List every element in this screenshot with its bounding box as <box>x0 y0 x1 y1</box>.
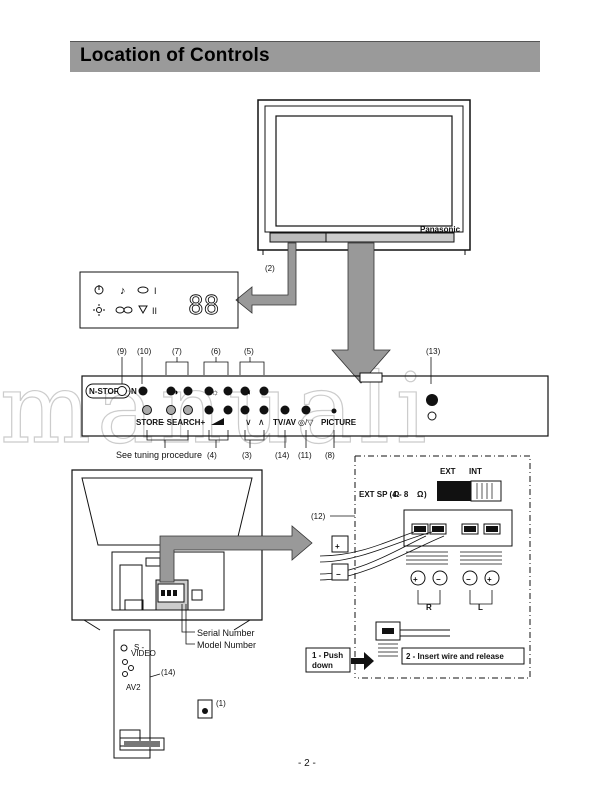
page-title: Location of Controls <box>80 45 270 66</box>
tv-front-view <box>257 99 471 255</box>
video-label: VIDEO <box>131 649 156 658</box>
model-number-label: Model Number <box>197 640 256 650</box>
headphone-icon <box>115 306 133 314</box>
display-arrow <box>235 242 297 314</box>
int-label: INT <box>469 467 482 476</box>
ext-sp-range: - 8 <box>399 490 409 499</box>
control-panel: N-STORE N ◑ ☼ ◐ ∨ ∧ STORE – SEARCH+ TV/A… <box>81 372 549 437</box>
headphone-socket[interactable] <box>426 394 438 406</box>
picture-label: PICTURE <box>321 418 357 427</box>
store-button[interactable] <box>142 405 152 415</box>
rear-arrow <box>159 525 313 583</box>
colour-icon: ◐ <box>247 387 252 397</box>
volume-icon <box>211 418 224 425</box>
store-label: STORE <box>136 418 164 427</box>
brightness-control-icon: ☼ <box>211 387 219 397</box>
push-step-label: 1 - Push <box>312 651 343 660</box>
search-minus-button[interactable] <box>166 405 176 415</box>
section-header: Location of Controls <box>70 41 540 72</box>
right-channel-label: R <box>426 603 432 612</box>
ohm-icon-2: Ω <box>417 490 424 499</box>
tv-av-label: TV/AV <box>273 418 297 427</box>
colour-minus-button[interactable] <box>240 386 250 396</box>
channel-down-button[interactable] <box>240 405 250 415</box>
callout-11: (11) <box>298 451 312 460</box>
channel-up-button[interactable] <box>259 405 269 415</box>
serial-number-label: Serial Number <box>197 628 255 638</box>
plus-icon-r: + <box>413 575 418 584</box>
av-label: AV2 <box>126 683 141 692</box>
brand-logo: Panasonic <box>420 225 461 234</box>
scart-connector <box>119 737 165 751</box>
n-store-label: N-STORE <box>89 387 126 396</box>
callout-14-front: (14) <box>275 451 290 460</box>
callout-2: (2) <box>265 264 275 273</box>
ext-sp-label: EXT SP (4 <box>359 490 397 499</box>
callout-3: (3) <box>242 451 252 460</box>
callout-14-side: (14) <box>161 668 176 677</box>
stereo-icon <box>137 286 149 294</box>
contrast-plus-button[interactable] <box>183 386 193 396</box>
music-note-icon: ♪ <box>120 285 126 297</box>
left-channel-label: L <box>478 603 483 612</box>
tv-av-button[interactable] <box>280 405 290 415</box>
brightness-minus-button[interactable] <box>204 386 214 396</box>
callout-5: (5) <box>244 347 254 356</box>
push-step-label-2: down <box>312 661 333 670</box>
minus-icon-l: − <box>466 575 471 584</box>
ohm-icon: Ω <box>393 490 400 499</box>
ext-label: EXT <box>440 467 456 476</box>
insert-step-label: 2 - Insert wire and release <box>406 652 504 661</box>
search-plus-button[interactable] <box>183 405 193 415</box>
plus-wire-icon: + <box>335 542 340 551</box>
sound-mode-button[interactable] <box>301 405 311 415</box>
plus-icon-l: + <box>487 575 492 584</box>
brightness-plus-button[interactable] <box>223 386 233 396</box>
callout-8: (8) <box>325 451 335 460</box>
search-label: – SEARCH+ <box>160 418 205 427</box>
n-store-button[interactable] <box>117 386 127 396</box>
segment-display: 88 <box>188 291 219 321</box>
channel-up-icon: ∧ <box>258 417 265 427</box>
headphone-socket-icon <box>427 411 437 421</box>
n-button[interactable] <box>138 386 148 396</box>
sound-mode-icon: ◎/▽ <box>298 418 314 427</box>
callout-9: (9) <box>117 347 127 356</box>
brightness-icon <box>93 304 105 316</box>
speaker-switch-icon <box>197 699 213 719</box>
minus-icon-r: − <box>436 575 441 584</box>
n-label: N <box>131 387 137 396</box>
colour-plus-button[interactable] <box>259 386 269 396</box>
ext-sp-close: ) <box>424 490 427 499</box>
volume-minus-button[interactable] <box>204 405 214 415</box>
contrast-icon: ◑ <box>173 387 178 397</box>
callout-13: (13) <box>426 347 441 356</box>
callout-7: (7) <box>172 347 182 356</box>
speaker-terminal-detail: EXT INT EXT SP (4 - 8 ) Ω Ω + − − + <box>305 455 531 679</box>
push-arrow <box>351 652 374 670</box>
callout-12: (12) <box>311 512 326 521</box>
callout-1: (1) <box>216 699 226 708</box>
callout-10: (10) <box>137 347 152 356</box>
contrast-minus-button[interactable] <box>166 386 176 396</box>
front-display-panel: ♪ I II 88 <box>79 271 239 329</box>
channel-down-icon: ∨ <box>245 417 252 427</box>
panel-arrow <box>331 242 391 384</box>
volume-plus-button[interactable] <box>223 405 233 415</box>
s-video-label: S - <box>134 643 145 652</box>
mode-two-label: II <box>152 306 157 316</box>
picture-button[interactable] <box>331 408 337 414</box>
page-number: - 2 - <box>298 758 316 769</box>
mode-one-label: I <box>154 286 157 296</box>
callout-6: (6) <box>211 347 221 356</box>
down-triangle-icon <box>138 305 148 315</box>
minus-wire-icon: − <box>336 570 341 579</box>
see-tuning-text: See tuning procedure <box>116 450 202 460</box>
callout-4: (4) <box>207 451 217 460</box>
